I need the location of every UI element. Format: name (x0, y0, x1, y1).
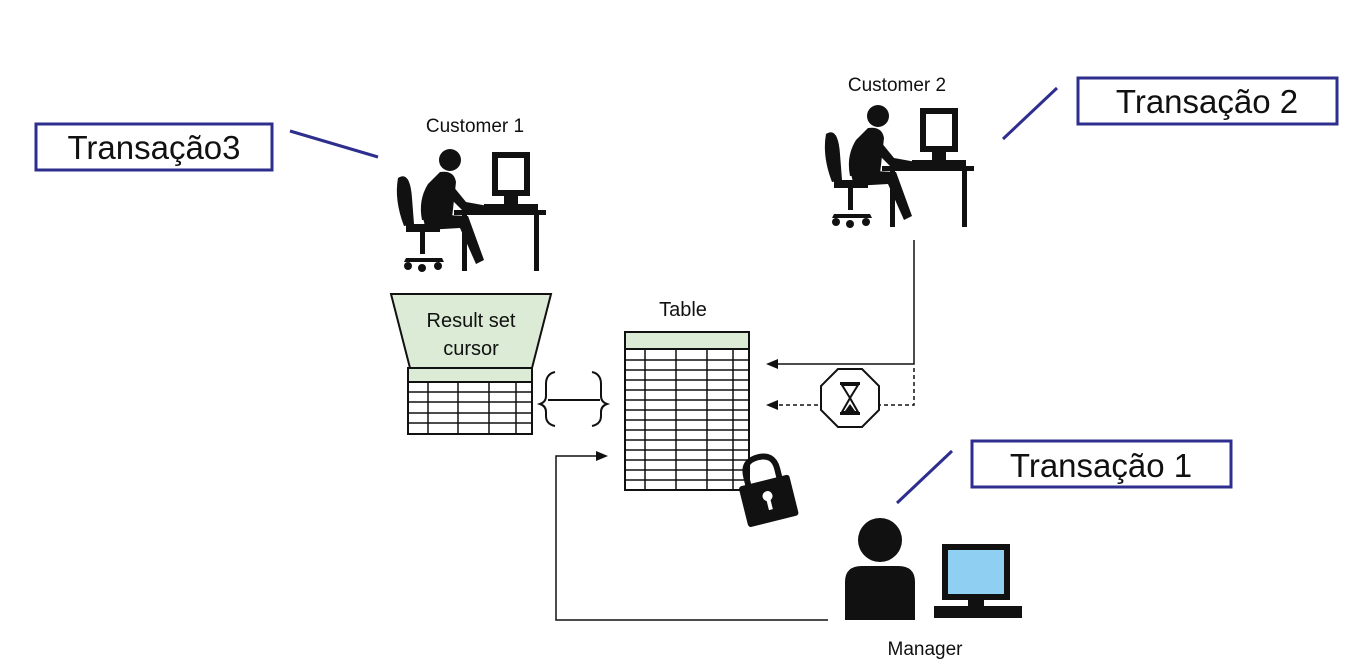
result-set-label-line1: Result set (427, 310, 516, 332)
database-table (624, 331, 750, 491)
person-at-desk-icon (824, 105, 974, 228)
table-label: Table (659, 299, 707, 321)
manager-person-icon (845, 518, 915, 620)
customer2-to-table-arrow (766, 240, 915, 369)
annotation-transaction3: Transação3 (34, 122, 379, 172)
annotation-connector (289, 129, 379, 159)
manager-to-table-arrow (555, 451, 828, 621)
result-set-cursor: Result set cursor (389, 293, 553, 435)
manager-label: Manager (888, 639, 964, 660)
annotation-connector (1001, 86, 1059, 141)
hourglass-icon (820, 368, 880, 428)
monitor-icon (934, 544, 1022, 618)
annotation-transaction2: Transação 2 (1001, 76, 1339, 141)
person-at-desk-icon (396, 149, 546, 272)
annotation-transaction3-label: Transação3 (67, 129, 240, 166)
annotation-transaction2-label: Transação 2 (1116, 83, 1298, 120)
annotation-connector (895, 449, 954, 505)
annotation-transaction1-label: Transação 1 (1010, 447, 1192, 484)
annotation-transaction1: Transação 1 (895, 439, 1233, 505)
customer2-label: Customer 2 (848, 75, 946, 96)
lock-icon (739, 453, 799, 527)
customer1-label: Customer 1 (426, 116, 524, 137)
result-set-label-line2: cursor (443, 338, 499, 360)
brace-connector (536, 371, 611, 427)
